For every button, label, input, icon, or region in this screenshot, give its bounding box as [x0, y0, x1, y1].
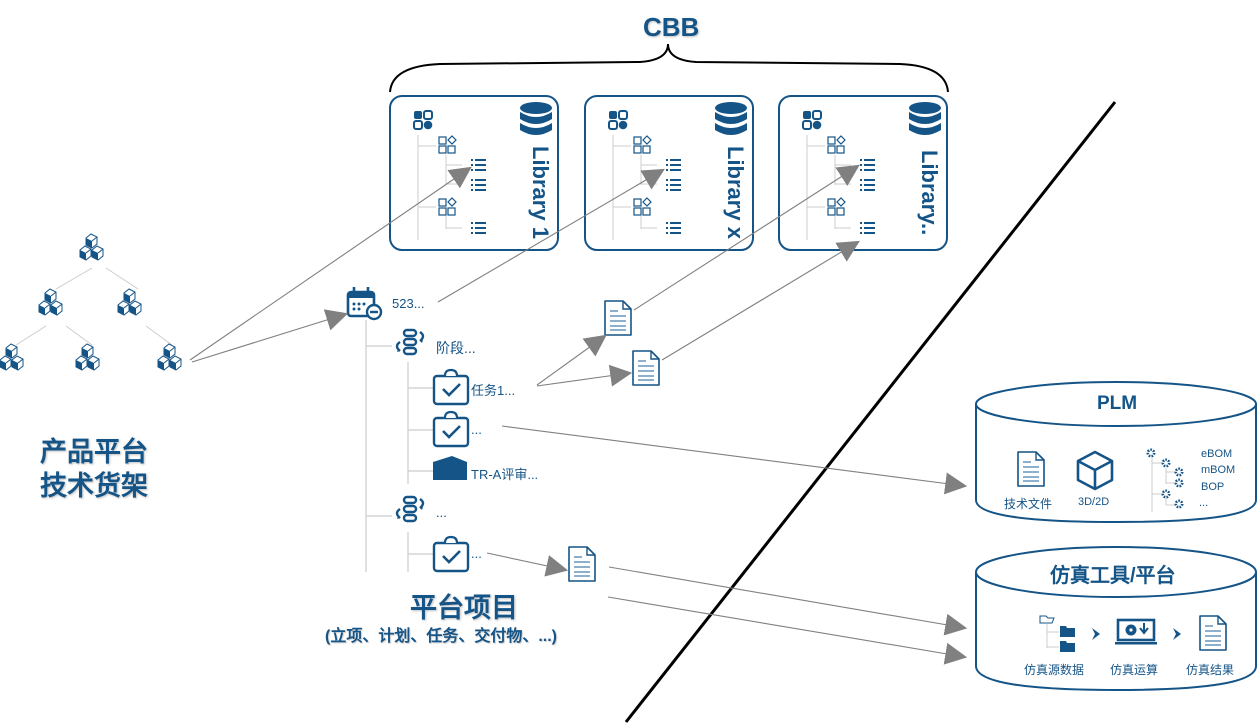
bom-item: ... — [1199, 497, 1209, 509]
simulation-step-label: 仿真结果 — [1186, 663, 1235, 677]
task-icon — [432, 535, 470, 573]
arrow-cube-to-project — [191, 309, 349, 363]
library-label-x: Library x — [723, 146, 748, 239]
cbb-title: CBB — [643, 12, 700, 42]
cube-3d-icon — [1076, 450, 1114, 491]
divider-line — [624, 101, 1117, 723]
bom-item: eBOM — [1201, 448, 1233, 460]
library-label-1: Library 1 — [528, 146, 553, 239]
arrow-task-to-plm — [501, 425, 968, 495]
arrow-project-to-libraryx — [437, 168, 665, 303]
bom-tree-icon — [1146, 448, 1184, 512]
stage1-label[interactable]: 阶段... — [436, 340, 476, 356]
database-icon — [520, 102, 552, 135]
stage-icon — [395, 495, 425, 523]
arrow-task-to-doc3 — [486, 552, 569, 577]
arrow-cube-to-library1 — [189, 166, 472, 361]
calendar-icon — [346, 287, 383, 321]
arrow-doc3-to-sim2 — [607, 596, 968, 665]
cbb-brace — [389, 43, 949, 93]
milestone-icon — [433, 456, 467, 480]
product-platform-title-line2: 技术货架 — [40, 471, 148, 501]
database-icon — [909, 102, 941, 135]
chevron-right-icon — [1173, 628, 1181, 640]
simulation-cylinder — [975, 546, 1257, 692]
simulation-step-label: 仿真运算 — [1110, 663, 1159, 677]
stage-icon — [395, 328, 425, 356]
arrow-doc1-to-library3 — [633, 164, 860, 311]
product-platform-title-line1: 产品平台 — [40, 437, 148, 467]
task2-label[interactable]: ... — [471, 422, 482, 437]
project-tree-lines — [365, 320, 434, 572]
bom-item: mBOM — [1201, 464, 1236, 476]
task-icon — [432, 368, 470, 406]
cube-group-icon — [0, 234, 181, 370]
platform-project-title: 平台项目 — [410, 593, 518, 623]
task3-label[interactable]: ... — [471, 546, 482, 561]
task1-label[interactable]: 任务1... — [471, 383, 516, 398]
simulation-step-label: 仿真源数据 — [1024, 663, 1085, 677]
library-box-3 — [778, 95, 948, 251]
library-label-3: Library.. — [917, 150, 942, 236]
plm-doc-icon — [1017, 451, 1045, 487]
deliverable-doc-icon — [604, 300, 632, 336]
plm-title: PLM — [1097, 393, 1138, 414]
arrow-task-to-doc2 — [536, 364, 633, 387]
plm-cylinder — [975, 381, 1257, 524]
arrow-doc2-to-library3 — [661, 240, 860, 361]
cube-tree — [15, 267, 173, 346]
library-content — [413, 102, 552, 240]
bom-item: BOP — [1201, 481, 1225, 493]
deliverable-doc-icon — [568, 546, 596, 582]
project-root-label[interactable]: 523... — [392, 296, 425, 311]
review-label[interactable]: TR-A评审... — [471, 467, 539, 482]
deliverable-doc-icon — [632, 350, 660, 386]
database-icon — [715, 102, 747, 135]
arrow-doc3-to-sim1 — [608, 566, 968, 636]
result-doc-icon — [1199, 615, 1227, 651]
simulation-title: 仿真工具/平台 — [1050, 565, 1176, 587]
stage2-label[interactable]: ... — [436, 505, 447, 520]
plm-item-label: 技术文件 — [1004, 497, 1053, 511]
folder-tree-icon — [1039, 615, 1075, 652]
arrow-task-to-doc1 — [536, 334, 607, 386]
platform-project-subtitle: (立项、计划、任务、交付物、...) — [325, 628, 557, 645]
task-icon — [432, 410, 470, 448]
arrows — [189, 164, 968, 665]
computer-disc-icon — [1115, 618, 1157, 645]
plm-item-label: 3D/2D — [1078, 496, 1110, 508]
library-box-1 — [389, 95, 559, 251]
library-box-x — [584, 95, 754, 251]
chevron-right-icon — [1092, 628, 1100, 640]
